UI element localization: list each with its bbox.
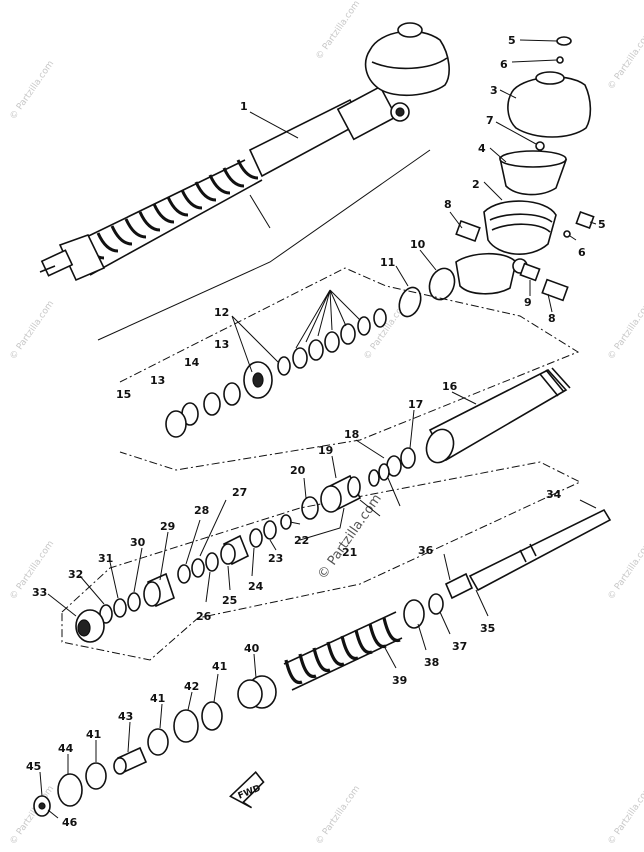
watermark: © Partzilla.com [8,784,56,847]
callout-23: 23 [268,552,283,565]
piston-group [47,455,582,661]
callout-33: 33 [32,586,47,599]
callout-18: 18 [344,428,359,441]
callout-9: 9 [524,296,532,309]
callout-45: 45 [26,760,41,773]
callout-8: 8 [444,198,452,211]
part-callouts: 1 2 3 4 5 5 6 6 7 8 8 9 10 11 12 13 13 1… [26,34,606,829]
callout-31: 31 [98,552,113,565]
callout-26: 26 [196,610,212,623]
callout-30: 30 [130,536,146,549]
shock-absorber-assembly [39,22,450,341]
callout-38: 38 [424,656,439,669]
callout-43: 43 [118,710,133,723]
callout-41b: 41 [150,692,165,705]
callout-35: 35 [480,622,495,635]
watermark: © Partzilla.com [606,784,644,847]
callout-1: 1 [240,100,248,113]
watermark: © Partzilla.com [8,299,56,362]
callout-2: 2 [472,178,480,191]
callout-32: 32 [68,568,83,581]
callout-37: 37 [452,640,467,653]
callout-25: 25 [222,594,237,607]
callout-36: 36 [418,544,434,557]
watermark: © Partzilla.com [606,539,644,602]
callout-6b: 6 [578,246,586,259]
callout-21: 21 [342,546,357,559]
callout-42: 42 [184,680,199,693]
callout-24: 24 [248,580,264,593]
callout-5: 5 [508,34,516,47]
callout-16: 16 [442,380,458,393]
watermark: © Partzilla.com [314,784,362,847]
watermark: © Partzilla.com [8,59,56,122]
upper-cap-group [419,36,597,313]
callout-22: 22 [294,534,309,547]
callout-10: 10 [410,238,426,251]
callout-40: 40 [244,642,260,655]
callout-20: 20 [290,464,306,477]
bottom-mount-stack [33,673,223,819]
callout-44: 44 [58,742,74,755]
callout-11: 11 [380,256,395,269]
callout-28: 28 [194,504,209,517]
callout-14: 14 [184,356,200,369]
callout-6: 6 [500,58,508,71]
middle-washer-stack [119,265,580,477]
callout-46: 46 [62,816,78,829]
forward-direction-arrow: FWD [229,770,265,809]
callout-19: 19 [318,444,333,457]
callout-8b: 8 [548,312,556,325]
callout-13: 13 [214,338,229,351]
watermark: © Partzilla.com [314,0,362,62]
callout-13b: 13 [150,374,165,387]
callout-12: 12 [214,306,229,319]
rod-and-spring [237,499,612,709]
callout-15: 15 [116,388,131,401]
callout-41c: 41 [86,728,101,741]
callout-29: 29 [160,520,175,533]
callout-17: 17 [408,398,423,411]
callout-4: 4 [478,142,486,155]
callout-34: 34 [546,488,562,501]
callout-41d: 41 [212,660,227,673]
callout-39: 39 [392,674,407,687]
callout-5b: 5 [598,218,606,231]
callout-27: 27 [232,486,247,499]
callout-7: 7 [486,114,494,127]
callout-3: 3 [490,84,498,97]
watermark: © Partzilla.com [606,299,644,362]
watermark: © Partzilla.com [606,29,644,92]
